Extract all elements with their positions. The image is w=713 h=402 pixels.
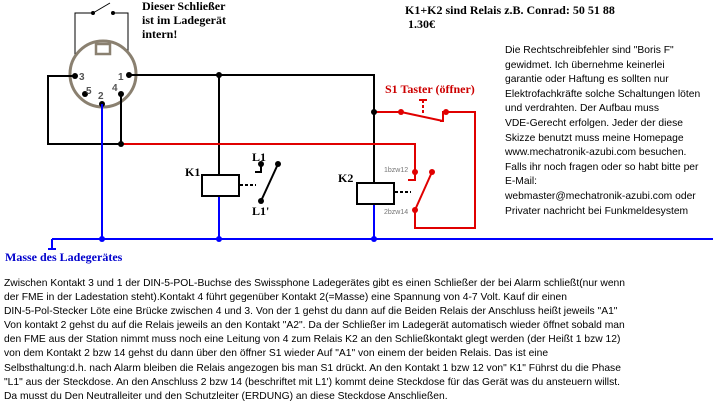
s1-label: S1 Taster (öffner) — [385, 82, 475, 96]
k2-label: K2 — [338, 171, 353, 185]
note-line: Skizze benutzt muss meine Homepage — [505, 132, 684, 144]
ground-label: Masse des Ladegerätes — [5, 250, 123, 264]
note-line: www.mechatronik-azubi.com besuchen. — [505, 147, 687, 159]
junction-dots — [99, 72, 449, 242]
note-line: gewidmet. Ich übernehme keinerlei — [505, 59, 665, 71]
k2-contact-1-label: 1bzw12 — [384, 167, 408, 174]
switch-note-line-2: ist im Ladegerät — [142, 13, 226, 27]
pin-1-label: 1 — [118, 72, 124, 83]
description-line: Von kontakt 2 gehst du auf die Relais je… — [4, 320, 625, 332]
note-line: Privater nachricht bei Funkmeldesystem — [505, 205, 689, 217]
price-label: 1.30€ — [408, 17, 435, 31]
disclaimer-note: Die Rechtschreibfehler sind "Boris F" ge… — [505, 44, 700, 219]
description-line: den FME aus der Station nimmt muss noch … — [4, 334, 621, 346]
relay-k1 — [201, 161, 281, 204]
description-line: "L1" aus der Steckdose. An den Anschluss… — [4, 376, 620, 388]
pin-3-label: 3 — [79, 72, 85, 83]
pin-4-label: 4 — [112, 83, 118, 94]
note-line: Falls ihr noch fragen oder so habt bitte… — [505, 161, 699, 173]
description-line: DIN-5-Pol-Stecker Löte eine Brücke zwisc… — [4, 306, 618, 318]
note-line: E-Mail: — [505, 176, 538, 188]
note-line: webmaster@mechatronik-azubi.com oder — [505, 190, 696, 202]
pin-2-label: 2 — [98, 91, 104, 102]
note-line: Die Rechtschreibfehler sind "Boris F" — [505, 45, 674, 56]
description-line: Zwischen Kontakt 3 und 1 der DIN-5-POL-B… — [4, 278, 625, 289]
red-wires — [121, 99, 476, 229]
pin-5-label: 5 — [86, 86, 92, 97]
k2-contact-2-label: 2bzw14 — [384, 209, 408, 216]
description-line: von dem Kontakt 2 bzw 14 gehst du dann ü… — [4, 348, 549, 360]
description-paragraph: Zwischen Kontakt 3 und 1 der DIN-5-POL-B… — [4, 277, 625, 402]
l1-prime-label: L1' — [252, 204, 269, 218]
description-line: der FME in der Ladestation steht).Kontak… — [4, 292, 567, 304]
switch-note-line-3: intern! — [142, 27, 177, 41]
description-line: Da musst du Den Neutralleiter und den Sc… — [4, 390, 448, 402]
note-line: VDE-Gerecht erfolgen. Jeder der diese — [505, 117, 683, 129]
note-line: garantie oder Haftung es sollten nur — [505, 74, 669, 86]
note-line: Elektrofachkräfte solche Schaltungen löt… — [505, 88, 701, 100]
switch-note-line-1: Dieser Schließer — [142, 0, 226, 13]
note-line: und verdrahten. Der Aufbau muss — [505, 103, 659, 115]
description-line: Selbsthaltung:d.h. nach Alarm bleiben di… — [4, 362, 621, 374]
relay-note: K1+K2 sind Relais z.B. Conrad: 50 51 88 — [405, 3, 615, 17]
relay-k2 — [356, 182, 411, 205]
ground-wires — [48, 104, 713, 250]
black-wires — [47, 74, 375, 183]
l1-label: L1 — [252, 150, 266, 164]
k1-label: K1 — [185, 165, 200, 179]
